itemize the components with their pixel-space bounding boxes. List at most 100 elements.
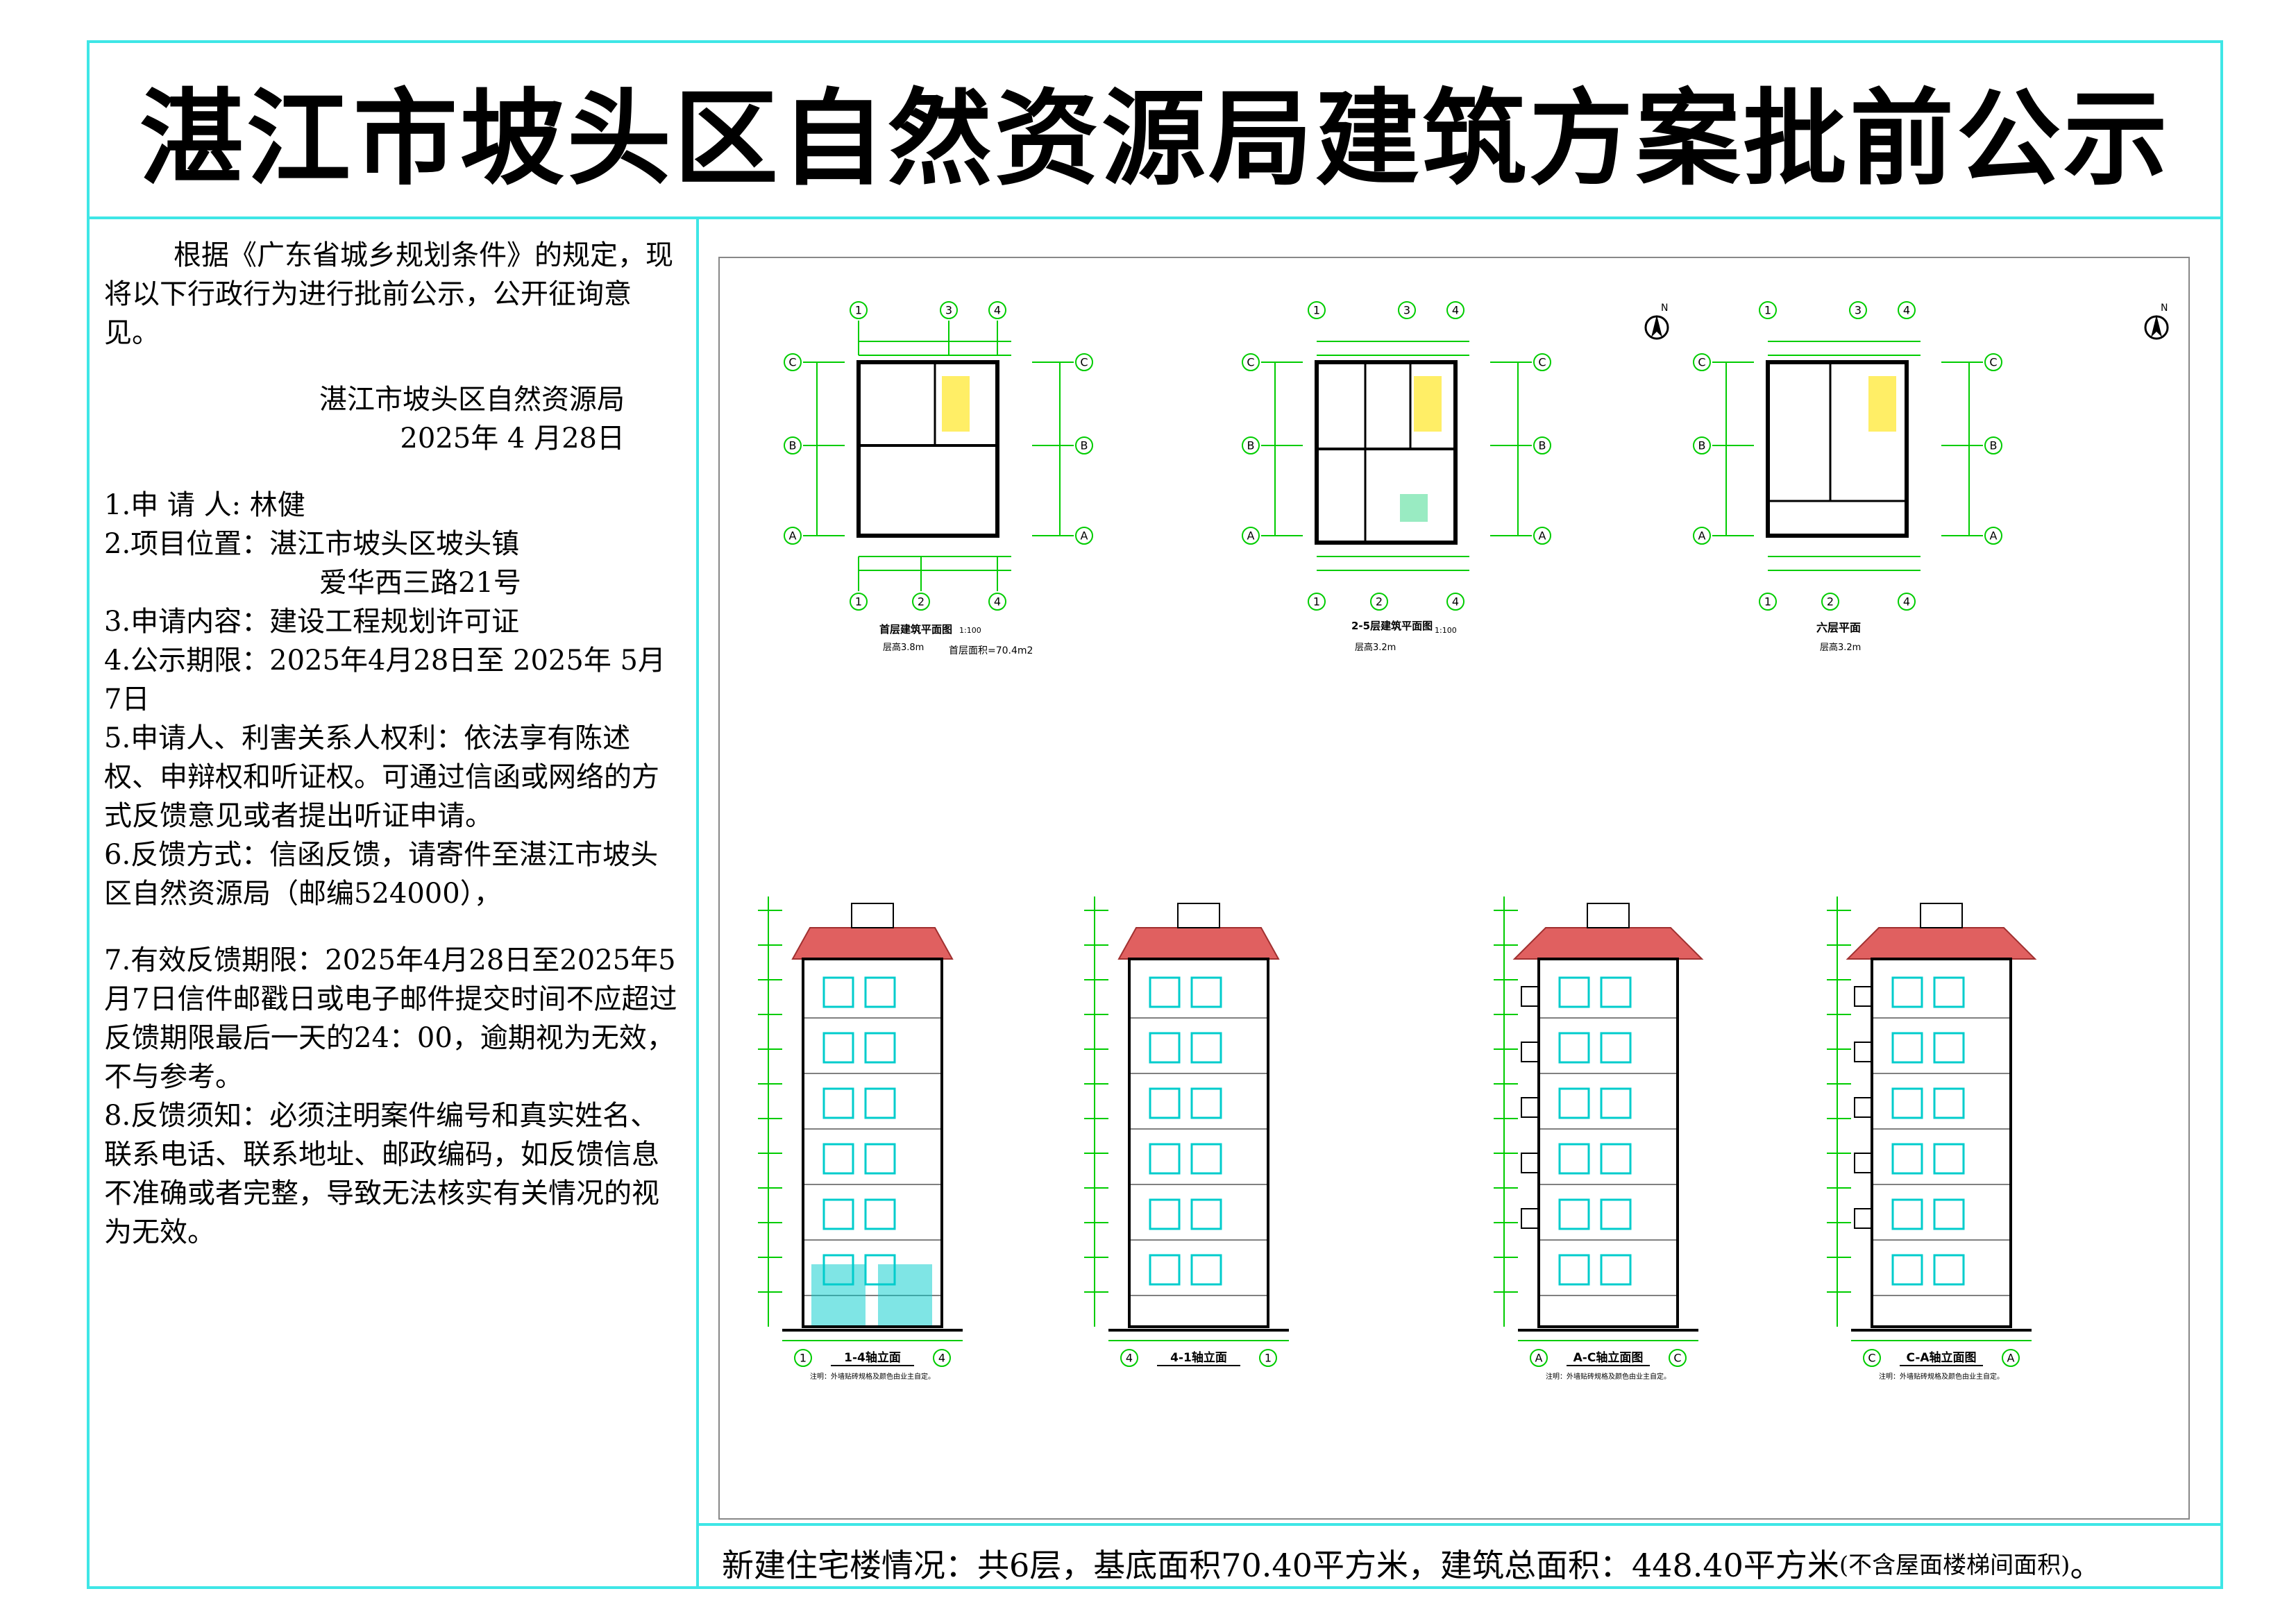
floor-plan-ground: 1 3 4 1 2 4 C B A C B A 首层建筑平面图 1:100 层高… [784,301,1093,656]
window [1190,1198,1222,1230]
axis-label: 1 [1764,595,1771,609]
window [864,1087,896,1119]
item-location: 2.项目位置：湛江市坡头区坡头镇 [104,528,520,560]
window [822,1032,854,1064]
axis-label: 4 [994,304,1001,317]
axis-circle [794,1349,812,1367]
window [1933,1198,1965,1230]
window [864,1198,896,1230]
axis-circle [1669,1349,1687,1367]
axis-label: B [1698,439,1706,452]
item-content: 3.申请内容：建设工程规划许可证 [104,606,520,638]
building-body [1871,958,2012,1328]
floor-plan-2-5: 1 3 4 1 2 4 C B A C B A 2-5层建筑平面图 1:100 … [1242,301,1551,653]
stair-tower [1587,903,1630,928]
floor-plan-6: 1 3 4 1 2 4 C B A C B A 六层平面 层高3.2m [1693,301,2002,653]
window [1891,1143,1923,1175]
balcony [1854,1153,1873,1173]
roof [791,927,954,960]
window [1558,1032,1590,1064]
window [1190,1032,1222,1064]
garage-door [811,1264,866,1325]
elevation-note: 注明：外墙贴砖规格及颜色由业主自定。 [1879,1372,2004,1381]
window [1149,1143,1181,1175]
window [1149,1198,1181,1230]
axis-label: 1 [1313,304,1320,317]
window [1600,1143,1632,1175]
window [864,976,896,1008]
axis-label: 4 [1452,304,1459,317]
balcony [1521,1097,1539,1118]
summary-end: 。 [2070,1546,2102,1584]
window [1891,1087,1923,1119]
building-body [1128,958,1269,1328]
window [1933,1087,1965,1119]
plan-height: 层高3.8m [883,642,924,653]
summary-line: 新建住宅楼情况：共6层，基底面积70.40平方米，建筑总面积：448.40平方米… [722,1527,2207,1599]
plan-height: 层高3.2m [1820,642,1861,653]
item-deadline: 7.有效反馈期限：2025年4月28日至2025年5月7日信件邮戳日或电子邮件提… [104,944,677,1093]
axis-label: 1 [1764,304,1771,317]
axis-label: 1 [855,304,862,317]
window [1558,1254,1590,1286]
axis-label: 3 [1403,304,1410,317]
elevation-label: A-C轴立面图 [1573,1350,1644,1365]
axis-label: 2 [918,595,925,609]
item-feedback: 6.反馈方式：信函反馈，请寄件至湛江市坡头区自然资源局（邮编524000）， [104,839,659,910]
window [1891,1198,1923,1230]
building-body [1537,958,1679,1328]
window [1891,976,1923,1008]
plan-label: 六层平面 [1816,621,1861,634]
item-notes: 8.反馈须知：必须注明案件编号和真实姓名、联系电话、联系地址、邮政编码，如反馈信… [104,1100,659,1248]
axis-label: C [1868,1352,1875,1365]
elevation-label: C-A轴立面图 [1906,1350,1976,1365]
axis-label: C [1247,356,1254,369]
plan-height: 层高3.2m [1355,642,1396,653]
elevation-note: 注明：外墙贴砖规格及颜色由业主自定。 [1546,1372,1671,1381]
window [1891,1032,1923,1064]
window [1933,1032,1965,1064]
window [822,1087,854,1119]
notice-org: 湛江市坡头区自然资源局 [319,384,625,416]
window [864,1143,896,1175]
plan-label: 首层建筑平面图 [879,623,952,636]
window [1891,1254,1923,1286]
outer-frame [87,40,2223,1589]
item-rights: 5.申请人、利害关系人权利：依法享有陈述权、申辩权和听证权。可通过信函或网络的方… [104,722,659,832]
axis-label: 4 [1452,595,1459,609]
axis-label: B [1990,439,1998,452]
window [1600,976,1632,1008]
notice-intro: 根据《广东省城乡规划条件》的规定，现 将以下行政行为进行批前公示，公开征询意见。 [104,239,673,349]
north-arrow-icon: N [1644,303,1669,340]
window [864,1032,896,1064]
axis-label: A [789,529,797,543]
axis-label: B [1247,439,1255,452]
window [1149,1254,1181,1286]
window [1933,976,1965,1008]
garage-door [878,1264,932,1325]
axis-label: A [1698,529,1706,543]
notice-text: 根据《广东省城乡规划条件》的规定，现 将以下行政行为进行批前公示，公开征询意见。… [104,236,680,1252]
axis-label: 4 [938,1352,945,1365]
axis-circle [1120,1349,1138,1367]
stair-tower [851,903,894,928]
stair-tower [1177,903,1220,928]
window [1149,976,1181,1008]
axis-label: C [1080,356,1088,369]
axis-circle [1530,1349,1548,1367]
axis-label: A [1247,529,1255,543]
item-period: 4.公示期限：2025年4月28日至 2025年 5月 7日 [104,645,666,715]
axis-label: C [1698,356,1705,369]
balcony [1521,1208,1539,1229]
window [822,1198,854,1230]
axis-label: B [1539,439,1546,452]
window [1600,1087,1632,1119]
window [1149,1087,1181,1119]
roof [1117,927,1280,960]
axis-label: 2 [1376,595,1383,609]
window [1190,976,1222,1008]
